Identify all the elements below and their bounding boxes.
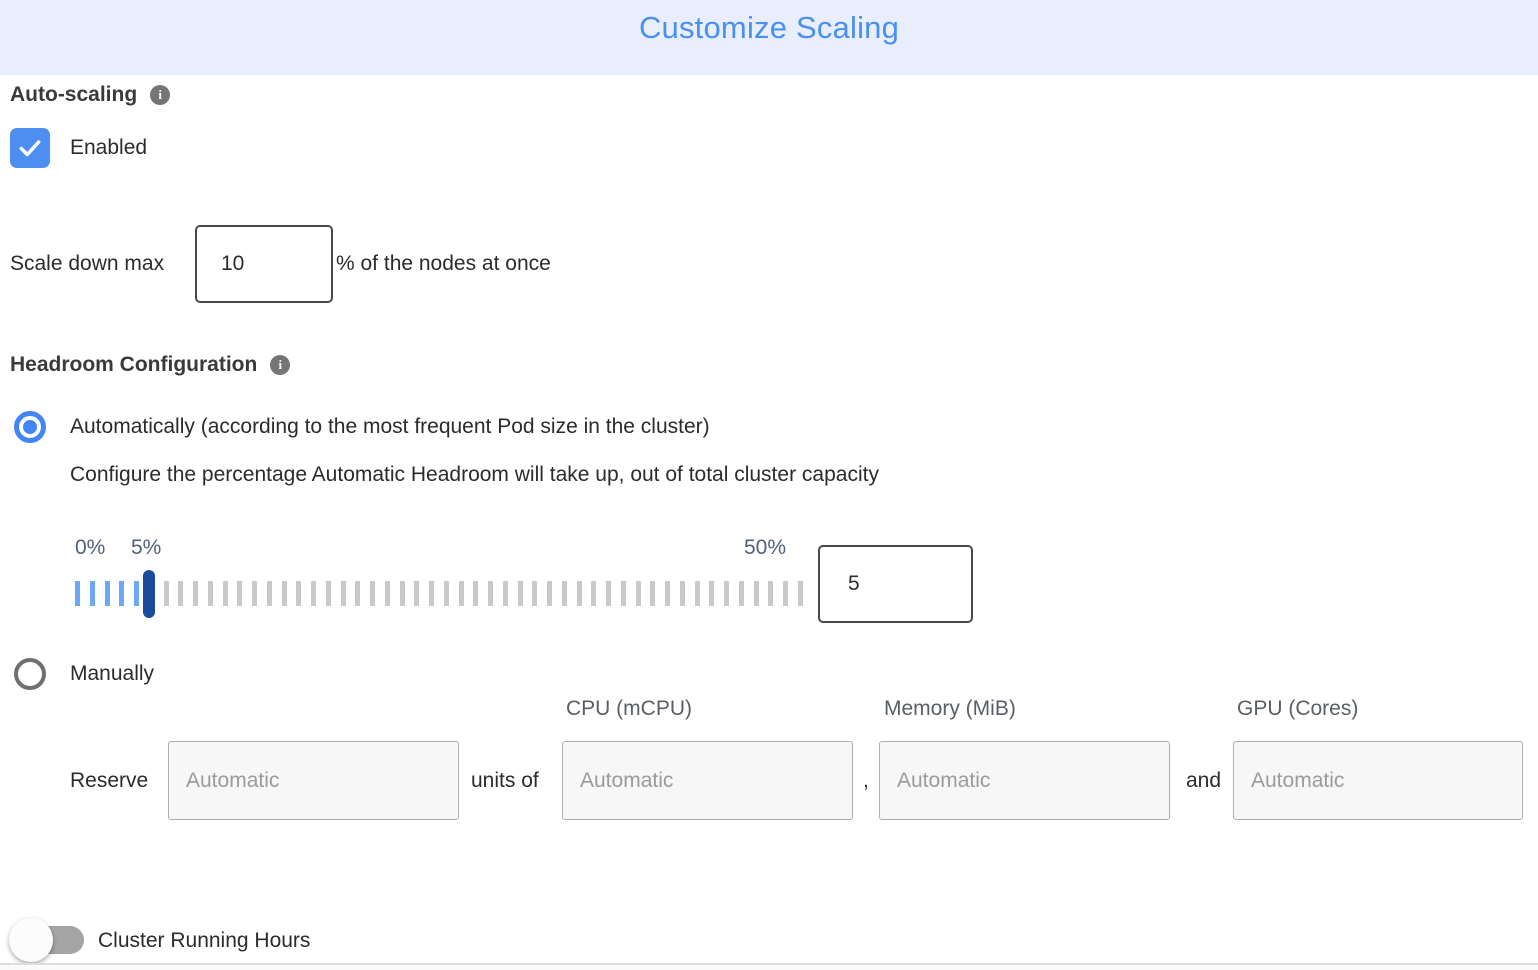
scale-down-max-input[interactable] [195,225,333,303]
toggle-knob [9,918,53,962]
slider-tick [768,581,774,606]
headroom-slider-ticks [75,581,803,606]
slider-tick [753,581,759,606]
cluster-running-hours-label: Cluster Running Hours [98,929,311,952]
panel-header: Customize Scaling [0,0,1538,75]
checkmark-icon [19,140,41,157]
headroom-automatic-label: Automatically (according to the most fre… [70,415,710,438]
slider-tick [694,581,700,606]
headroom-automatic-description: Configure the percentage Automatic Headr… [70,463,879,486]
headroom-section-label: Headroom Configuration i [10,353,291,377]
slider-tick [429,581,434,606]
slider-tick [355,581,361,606]
slider-tick [104,581,110,606]
slider-tick [635,581,641,606]
headroom-configuration-label: Headroom Configuration [10,353,258,376]
scale-down-max-suffix: % of the nodes at once [336,252,551,275]
slider-tick [709,581,715,606]
slider-max-label: 50% [744,536,787,559]
slider-tick [311,581,316,606]
slider-tick [738,581,744,606]
slider-min-label: 0% [75,536,106,559]
slider-tick [134,581,139,606]
slider-tick [517,581,523,606]
headroom-automatic-radio[interactable] [14,411,46,443]
slider-tick [679,581,685,606]
slider-tick [252,581,257,606]
auto-scaling-label: Auto-scaling [10,83,138,106]
slider-tick [724,581,729,606]
slider-current-label: 5% [131,536,162,559]
slider-handle[interactable] [143,570,155,618]
and-label: and [1186,769,1222,792]
bottom-divider [0,963,1538,965]
reserve-cpu-input[interactable] [562,741,853,820]
slider-tick [606,581,611,606]
slider-tick [443,581,449,606]
slider-tick [458,581,464,606]
auto-scaling-section-label: Auto-scaling i [10,83,171,107]
info-icon[interactable]: i [270,355,291,375]
slider-tick [532,581,538,606]
slider-tick [473,581,479,606]
slider-tick [370,581,375,606]
slider-tick [163,581,169,606]
slider-tick [207,581,213,606]
enabled-label: Enabled [70,136,148,159]
gpu-column-header: GPU (Cores) [1237,697,1359,720]
slider-tick [576,581,582,606]
comma-separator: , [863,769,869,792]
slider-tick [591,581,597,606]
reserve-memory-input[interactable] [879,741,1170,820]
headroom-percentage-input[interactable] [818,545,973,623]
units-of-label: units of [471,769,539,792]
slider-tick [222,581,228,606]
cpu-column-header: CPU (mCPU) [566,697,692,720]
slider-tick [502,581,508,606]
slider-tick [620,581,626,606]
info-icon[interactable]: i [150,85,171,105]
radio-dot [23,420,37,434]
slider-tick [665,581,670,606]
bottom-strip [0,965,1538,970]
auto-scaling-enabled-checkbox[interactable] [10,128,50,168]
slider-tick [178,581,184,606]
slider-tick [783,581,788,606]
slider-tick [340,581,346,606]
slider-tick [650,581,656,606]
cluster-running-hours-toggle[interactable] [9,918,91,963]
slider-tick [237,581,243,606]
reserve-count-input[interactable] [168,741,459,820]
slider-tick [296,581,302,606]
slider-tick [89,581,95,606]
slider-tick [281,581,287,606]
slider-tick [399,581,405,606]
slider-tick [119,581,125,606]
slider-tick [414,581,420,606]
reserve-gpu-input[interactable] [1233,741,1523,820]
slider-tick [384,581,390,606]
headroom-manual-label: Manually [70,662,155,685]
memory-column-header: Memory (MiB) [884,697,1016,720]
slider-tick [325,581,331,606]
slider-tick [75,581,80,606]
slider-tick [266,581,272,606]
slider-tick [488,581,493,606]
scale-down-max-label: Scale down max [10,252,165,275]
headroom-manual-radio[interactable] [14,658,46,690]
slider-tick [797,581,803,606]
page-title: Customize Scaling [638,10,900,45]
headroom-percentage-slider[interactable] [75,570,803,618]
slider-tick [547,581,552,606]
slider-tick [193,581,198,606]
slider-tick [561,581,567,606]
reserve-label: Reserve [70,769,149,792]
